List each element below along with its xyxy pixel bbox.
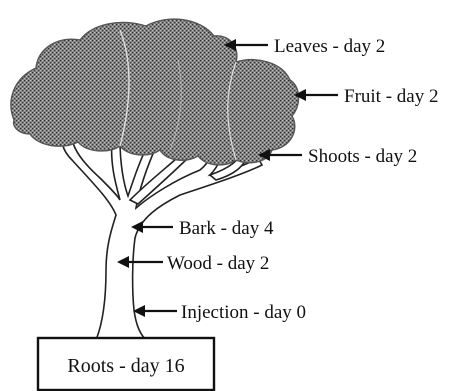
leaves-label: Leaves - day 2 bbox=[274, 36, 385, 57]
wood-label: Wood - day 2 bbox=[167, 253, 269, 274]
roots-box: Roots - day 16 bbox=[38, 338, 214, 390]
fruit-label: Fruit - day 2 bbox=[344, 86, 438, 107]
shoots-label: Shoots - day 2 bbox=[308, 146, 417, 167]
injection-arrow bbox=[133, 305, 177, 317]
tree-canopy bbox=[11, 19, 299, 165]
fruit-arrow bbox=[294, 89, 338, 101]
bark-label: Bark - day 4 bbox=[179, 218, 274, 239]
roots-label: Roots - day 16 bbox=[67, 355, 184, 377]
injection-label: Injection - day 0 bbox=[181, 302, 306, 323]
